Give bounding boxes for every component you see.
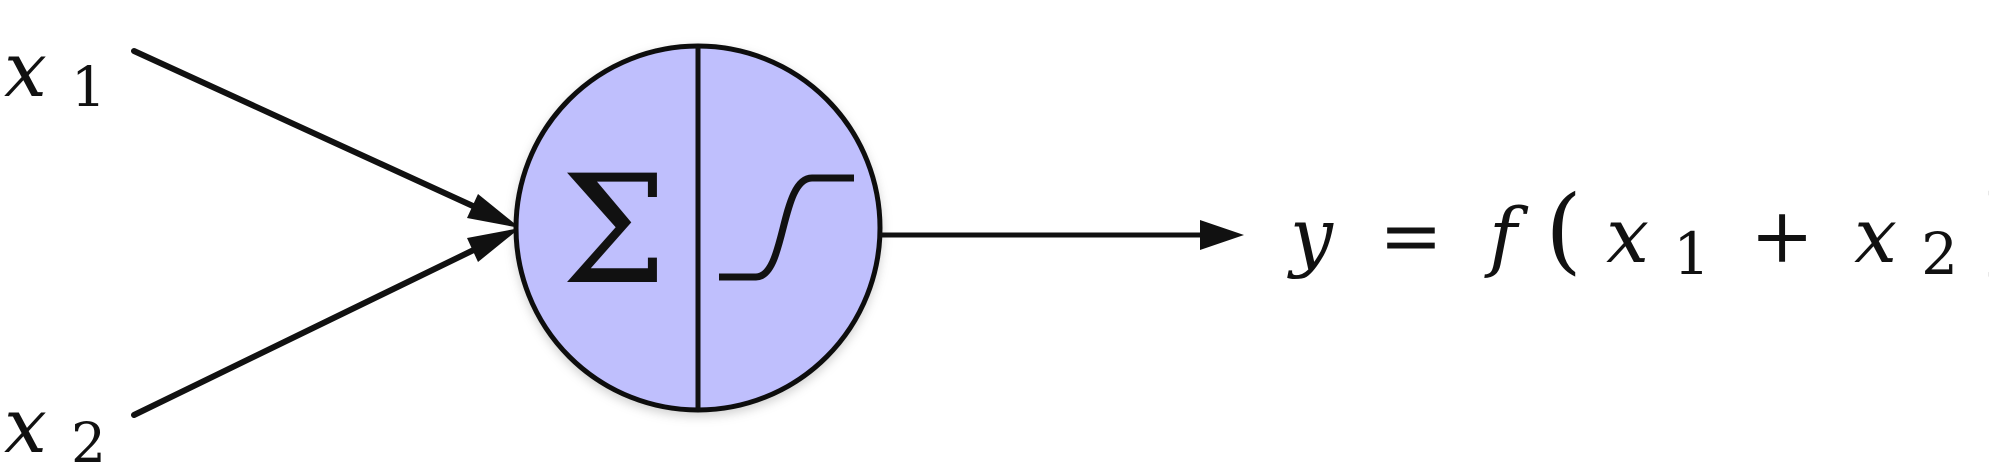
output-term2-var: x	[1854, 191, 1897, 280]
output-equation: y = f ( x 1 + x 2 )	[1287, 176, 1989, 292]
input-x1-sub: 1	[71, 55, 106, 119]
output-term1-var: x	[1606, 191, 1649, 280]
output-plus: +	[1750, 191, 1814, 280]
input-x2-sub: 2	[71, 411, 106, 475]
output-func: f	[1484, 191, 1529, 280]
input-arrow-x1	[131, 48, 520, 228]
output-term1-sub: 1	[1673, 220, 1710, 288]
input-x1-var: x	[4, 25, 47, 114]
output-lhs: y	[1287, 191, 1334, 280]
output-close-paren: )	[1982, 176, 1989, 285]
output-arrow	[880, 220, 1244, 250]
output-term2-sub: 2	[1921, 220, 1958, 288]
input-label-x2: x 2	[4, 381, 106, 475]
input-x2-var: x	[4, 381, 47, 470]
output-equals: =	[1379, 191, 1443, 280]
sigmoid-activation-icon	[719, 174, 854, 281]
input-label-x1: x 1	[4, 25, 106, 119]
neuron-node: Σ	[513, 43, 883, 413]
summation-symbol: Σ	[561, 144, 667, 318]
output-open-paren: (	[1545, 176, 1582, 285]
input-arrow-x2	[131, 228, 520, 418]
